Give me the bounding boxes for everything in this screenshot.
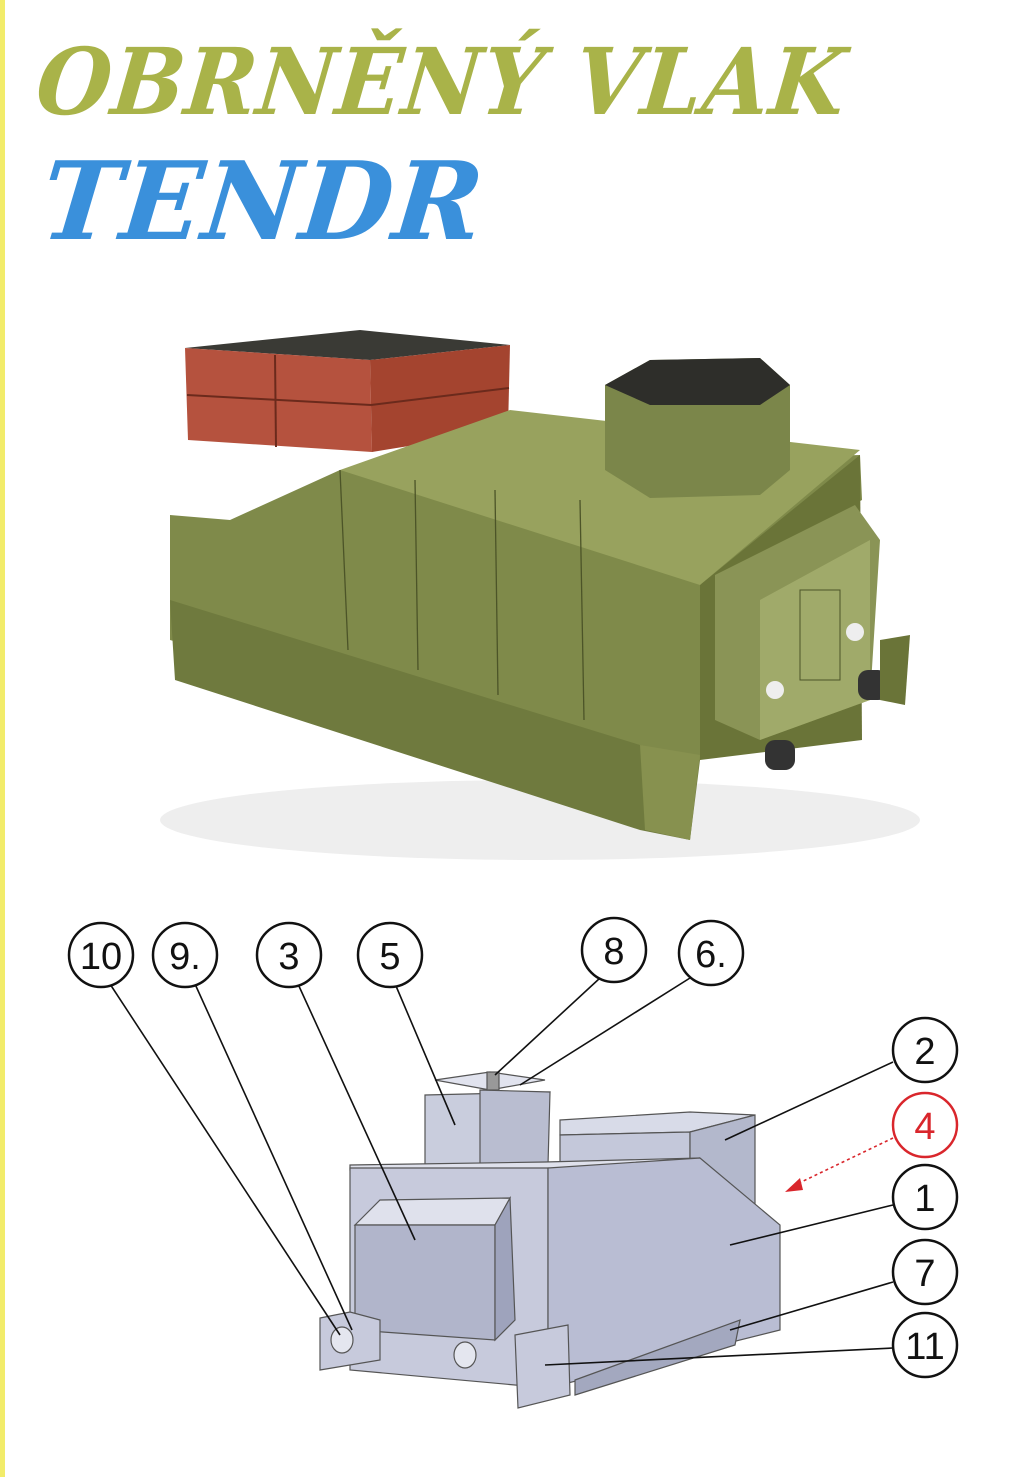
label-2: 2 — [891, 1016, 959, 1084]
part-11-skirt — [514, 1324, 571, 1409]
svg-text:9.: 9. — [169, 936, 201, 978]
label-5: 5 — [356, 921, 424, 989]
svg-text:8: 8 — [603, 931, 624, 973]
hull-skirt — [170, 600, 700, 840]
page-edge — [0, 0, 5, 1477]
svg-text:7: 7 — [914, 1253, 935, 1295]
label-4: 4 — [891, 1091, 959, 1159]
label-11: 11 — [891, 1311, 959, 1379]
svg-text:2: 2 — [914, 1031, 935, 1073]
shadow — [160, 780, 920, 860]
lamp-left — [766, 681, 784, 699]
label-10: 10 — [67, 921, 135, 989]
part-9-buffer — [330, 1326, 354, 1354]
svg-text:10: 10 — [80, 936, 122, 978]
svg-text:3: 3 — [278, 936, 299, 978]
lamp-right — [846, 623, 864, 641]
label-9: 9. — [151, 921, 219, 989]
svg-text:11: 11 — [905, 1326, 944, 1368]
label-6: 6. — [677, 919, 745, 987]
turret-top — [605, 358, 790, 405]
svg-text:1: 1 — [914, 1178, 935, 1220]
svg-text:6.: 6. — [695, 934, 727, 976]
skirt-front — [880, 635, 910, 705]
leader-lines — [109, 977, 894, 1366]
coal-box-top — [185, 330, 510, 360]
buffer-left — [765, 740, 795, 770]
label-3: 3 — [255, 921, 323, 989]
skirt-end — [640, 745, 700, 840]
svg-text:4: 4 — [914, 1106, 935, 1148]
label-8: 8 — [580, 916, 648, 984]
front-armour-face — [760, 540, 870, 740]
label-7: 7 — [891, 1238, 959, 1306]
svg-text:5: 5 — [379, 936, 400, 978]
label-1: 1 — [891, 1163, 959, 1231]
part-7-skirt — [574, 1319, 741, 1396]
hatch — [799, 589, 841, 681]
